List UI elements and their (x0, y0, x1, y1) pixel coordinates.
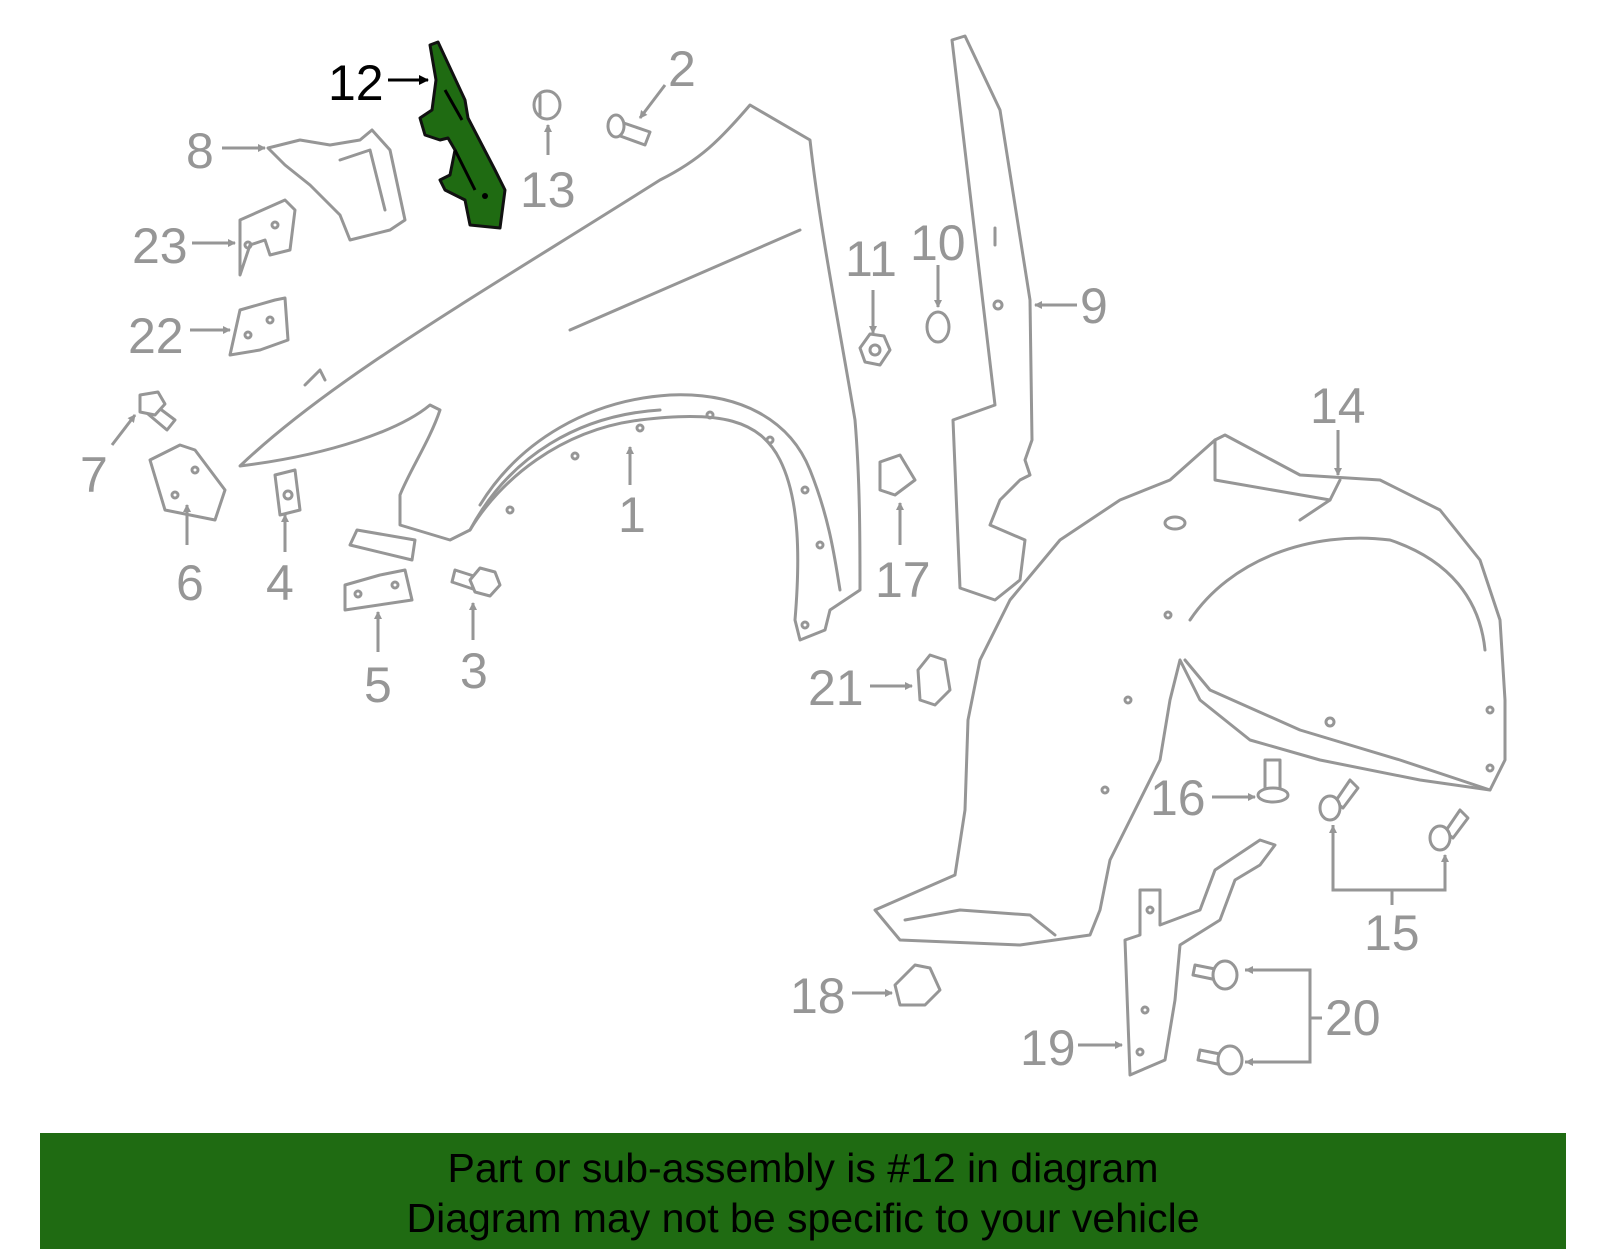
callout-12: 12 (328, 55, 384, 111)
fender-part[interactable] (238, 103, 862, 642)
callout-3: 3 (460, 643, 488, 699)
callout-11: 11 (845, 231, 897, 287)
banner-disclaimer-text: Diagram may not be specific to your vehi… (406, 1195, 1200, 1241)
callout-16: 16 (1150, 770, 1206, 826)
callout-4: 4 (266, 555, 294, 611)
bracket-part-8[interactable] (266, 128, 407, 242)
parts-diagram: 1 2 3 4 5 6 7 8 9 10 11 12 13 14 15 16 1… (80, 34, 1507, 1077)
callout-14: 14 (1310, 378, 1366, 434)
washer-part-10[interactable] (925, 310, 951, 344)
callout-8: 8 (186, 123, 214, 179)
bracket-part-23[interactable] (238, 198, 297, 277)
callout-18: 18 (790, 968, 846, 1024)
callout-19: 19 (1020, 1020, 1076, 1076)
bracket-part-19[interactable] (1123, 838, 1277, 1077)
bracket-part-6[interactable] (148, 443, 227, 522)
callout-20: 20 (1325, 990, 1381, 1046)
bolt-part-7[interactable] (138, 390, 177, 432)
banner-part-number-text: Part or sub-assembly is #12 in diagram (447, 1145, 1159, 1191)
grommet-part-13[interactable] (532, 89, 562, 121)
seal-part-9[interactable] (950, 34, 1034, 602)
callout-9: 9 (1080, 278, 1108, 334)
bolt-part-3[interactable] (450, 566, 502, 598)
callout-13: 13 (520, 162, 576, 218)
callout-22: 22 (128, 308, 184, 364)
callout-labels: 1 2 3 4 5 6 7 8 9 10 11 12 13 14 15 16 1… (80, 41, 1420, 1076)
callout-23: 23 (132, 218, 188, 274)
leader-lines (110, 75, 1449, 1066)
callout-17: 17 (875, 552, 931, 608)
callout-6: 6 (176, 555, 204, 611)
highlighted-bracket-part-12[interactable] (418, 40, 507, 230)
callout-10: 10 (910, 215, 966, 271)
bolt-part-2[interactable] (606, 113, 652, 147)
push-pin-part-15[interactable] (1318, 778, 1470, 852)
screw-part-20[interactable] (1191, 959, 1244, 1076)
bracket-part-5[interactable] (343, 568, 414, 612)
callout-5: 5 (364, 657, 392, 713)
callout-21: 21 (808, 660, 864, 716)
callout-2: 2 (668, 41, 696, 97)
pin-part-16[interactable] (1256, 758, 1290, 804)
clip-part-18[interactable] (893, 963, 942, 1007)
part-info-banner: Part or sub-assembly is #12 in diagram D… (40, 1133, 1566, 1249)
nut-part-11[interactable] (858, 332, 892, 367)
clip-part-17[interactable] (878, 453, 917, 497)
callout-7: 7 (80, 447, 108, 503)
clip-part-21[interactable] (916, 653, 952, 707)
fender-liner-part-14[interactable] (873, 433, 1507, 947)
bracket-part-22[interactable] (228, 296, 290, 357)
clip-part-4[interactable] (273, 468, 302, 517)
callout-1: 1 (618, 487, 646, 543)
callout-15: 15 (1364, 905, 1420, 961)
